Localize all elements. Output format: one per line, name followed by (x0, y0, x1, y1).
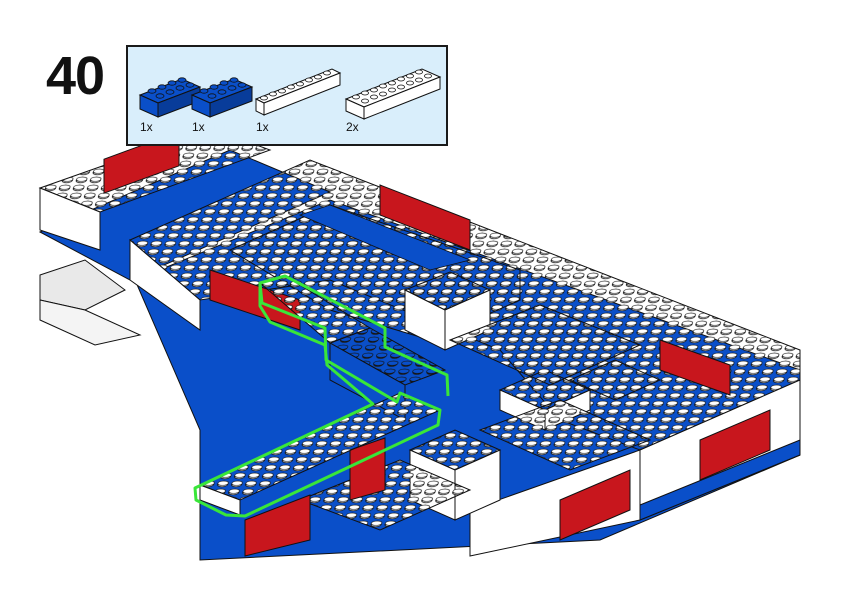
front-wall-face (469, 449, 641, 557)
part-qty: 2x (346, 120, 359, 134)
step-number: 40 (46, 46, 105, 106)
tower-face-2b (454, 449, 501, 521)
lower-red-window-1 (244, 494, 311, 557)
back-wall-face (129, 238, 201, 331)
blue-brick-2x4-icon (190, 77, 254, 118)
interior-blue-gap (298, 204, 472, 271)
left-wall-face (39, 187, 101, 251)
back-window (379, 184, 471, 251)
right-window-1 (699, 409, 771, 481)
part-qty: 1x (192, 120, 205, 134)
grey-ramp-2 (39, 299, 142, 346)
right-window-2 (559, 469, 631, 541)
part-qty: 1x (140, 120, 153, 134)
part-qty: 1x (256, 120, 269, 134)
parts-list: 1x 1x 1x 2x (126, 45, 448, 146)
new-parts-highlight (193, 274, 450, 518)
blue-brick-2x4-icon (138, 77, 202, 118)
white-brick-1x8-icon (254, 68, 342, 116)
white-brick-2x8-icon (344, 68, 442, 120)
interior-studs-a (448, 304, 642, 386)
grey-ramp (39, 259, 126, 311)
parts-list-icons (138, 68, 442, 120)
right-window-3 (659, 339, 731, 396)
interior-studs-b (478, 399, 652, 471)
tower-top-4 (568, 359, 662, 401)
